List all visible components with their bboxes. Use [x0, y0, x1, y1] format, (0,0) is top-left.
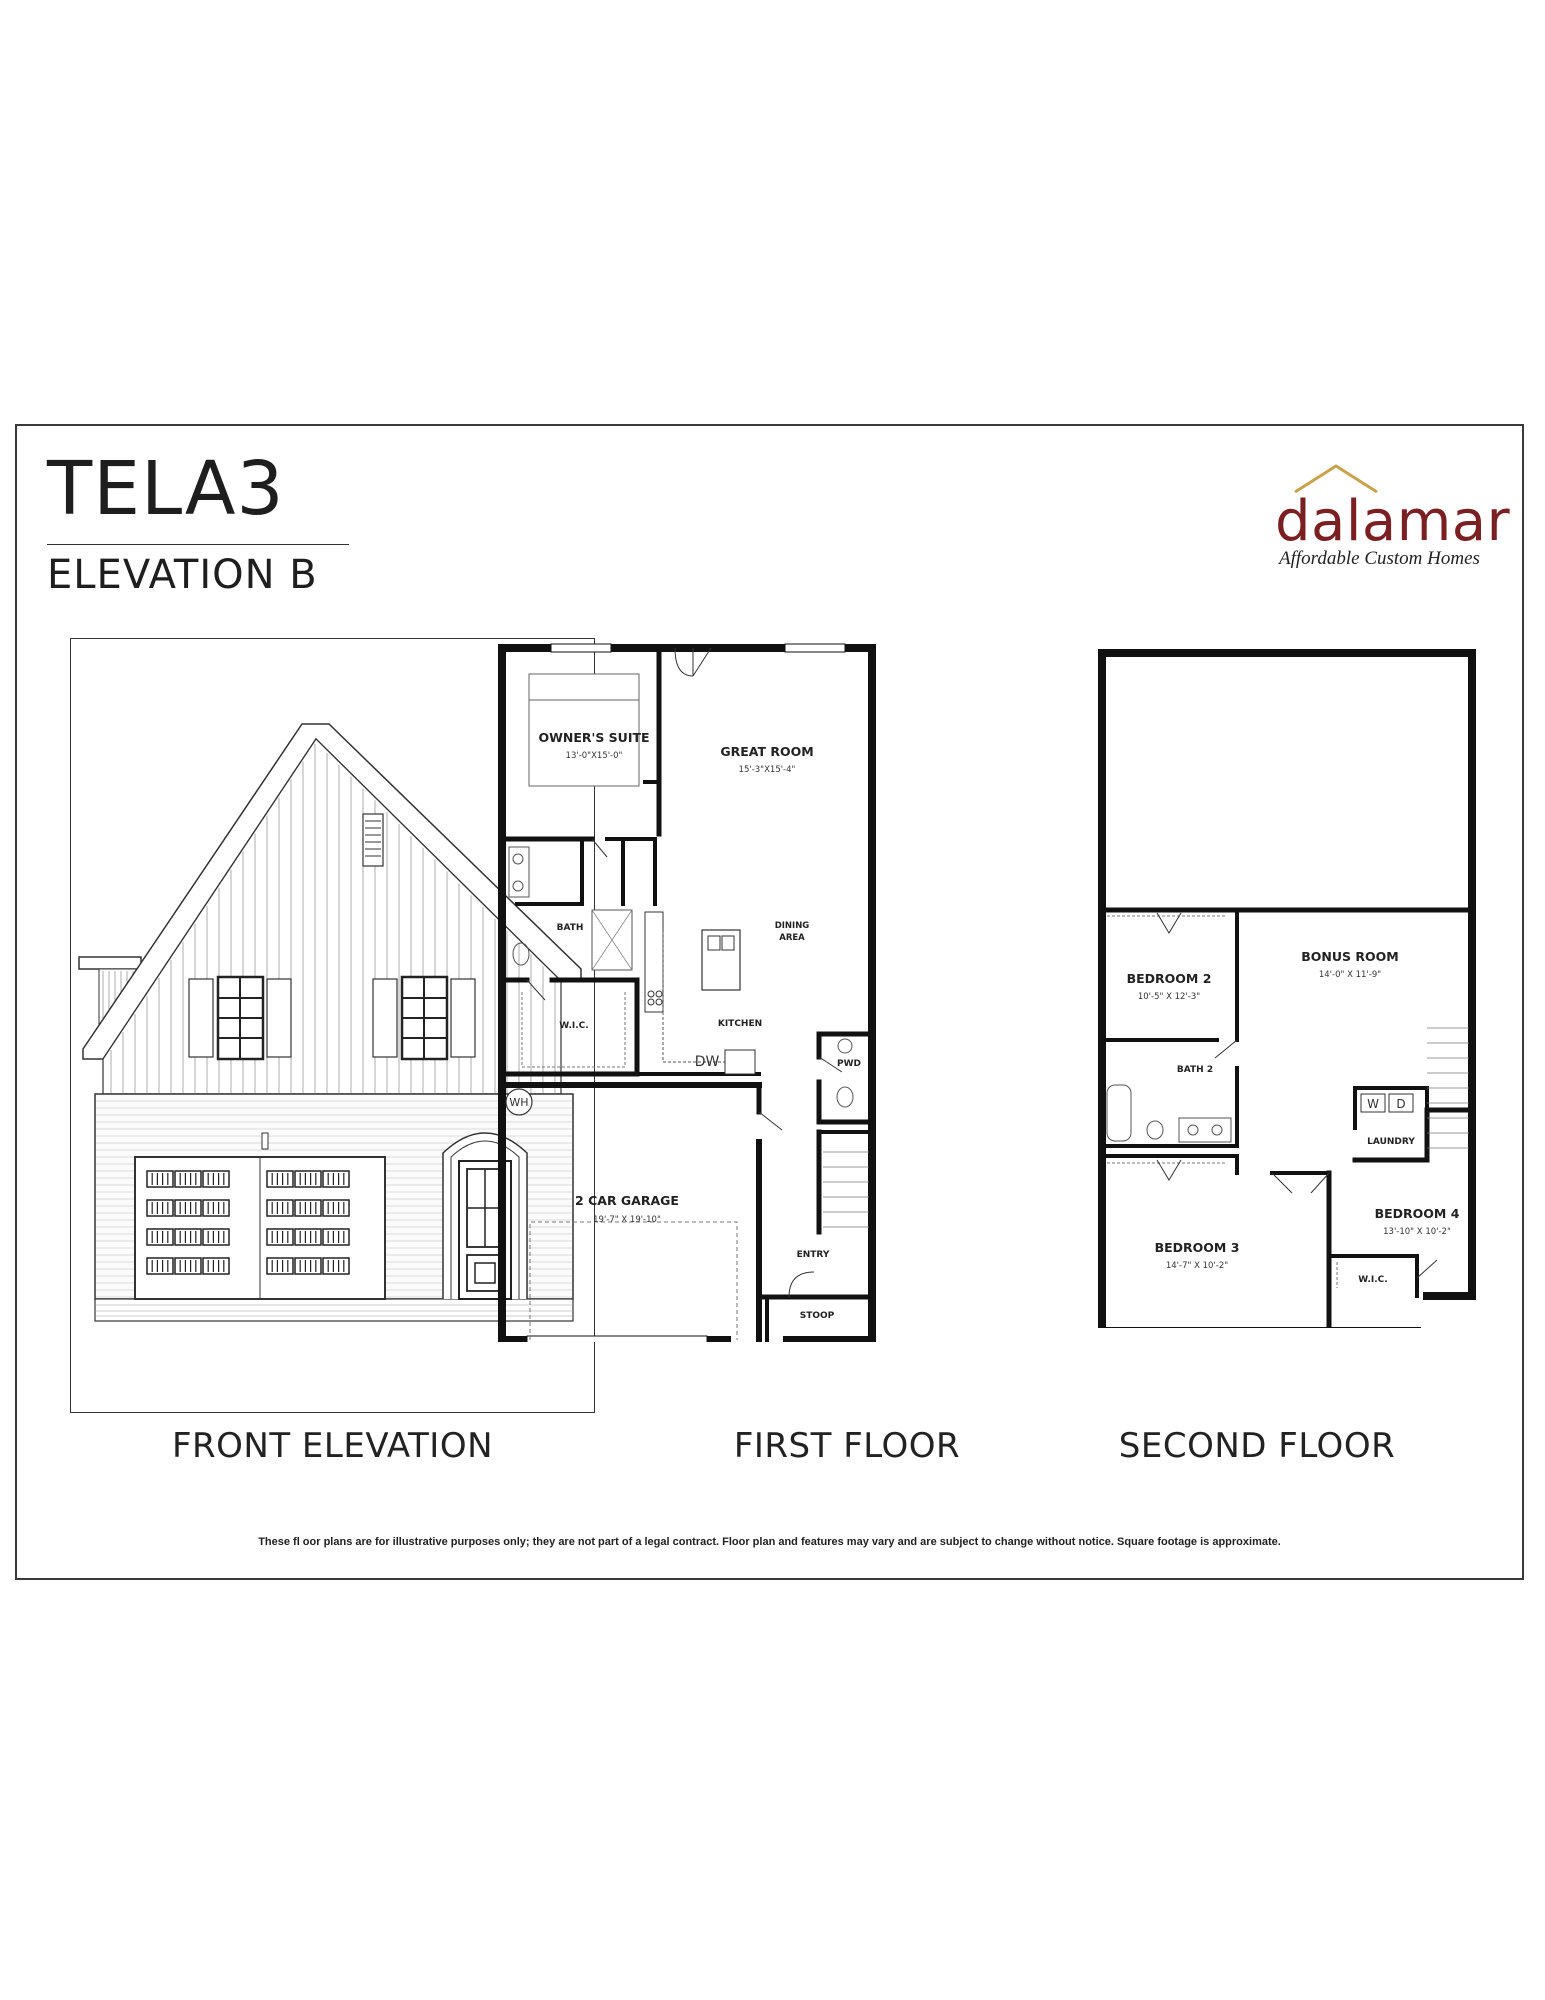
front-elevation-drawing: [78, 723, 582, 1322]
dishwasher-label: DW: [695, 1054, 720, 1070]
bedroom4-dim: 13'-10" X 10'-2": [1383, 1227, 1451, 1237]
stoop-label: STOOP: [800, 1311, 835, 1321]
bedroom3-dim: 14'-7" X 10'-2": [1166, 1261, 1228, 1271]
kitchen-label: KITCHEN: [718, 1019, 762, 1029]
bonus-room-dim: 14'-0" X 11'-9": [1319, 970, 1381, 980]
bonus-room-label: BONUS ROOM: [1301, 949, 1398, 964]
bedroom3-label: BEDROOM 3: [1155, 1240, 1240, 1255]
garage-dim: 19'-7" X 19'-10": [593, 1215, 661, 1225]
title-divider: [47, 544, 349, 545]
bedroom2-label: BEDROOM 2: [1127, 971, 1212, 986]
elevation-subtitle: ELEVATION B: [47, 552, 318, 598]
owners-suite-label: OWNER'S SUITE: [538, 730, 649, 745]
front-elevation-frame: [70, 638, 595, 1413]
owners-suite-dim: 13'-0"X15'-0": [566, 751, 623, 761]
floor-plan-sheet: TELA3 ELEVATION B dalamar Affordable Cus…: [15, 424, 1524, 1580]
first-floor-plan: OWNER'S SUITE 13'-0"X15'-0" GREAT ROOM 1…: [497, 642, 1037, 1345]
wic-label: W.I.C.: [559, 1021, 588, 1031]
washer-label: W: [1367, 1097, 1379, 1111]
bedroom4-label: BEDROOM 4: [1375, 1206, 1460, 1221]
upper-window-right: [372, 975, 476, 1061]
second-floor-drawing: BEDROOM 2 10'-5" X 12'-3" BONUS ROOM 14'…: [1098, 649, 1476, 1335]
logo-tagline: Affordable Custom Homes: [1279, 548, 1480, 569]
second-floor-caption: SECOND FLOOR: [1118, 1426, 1396, 1466]
front-elevation-caption: FRONT ELEVATION: [171, 1426, 494, 1466]
dining-label: DINING: [775, 921, 810, 931]
dining-label-2: AREA: [779, 933, 805, 943]
upper-window-left: [188, 975, 292, 1061]
dalamar-logo: dalamar Affordable Custom Homes: [1257, 462, 1511, 572]
bath2-label: BATH 2: [1177, 1065, 1213, 1075]
roof-icon: [1294, 464, 1378, 494]
second-floor-plan: BEDROOM 2 10'-5" X 12'-3" BONUS ROOM 14'…: [1097, 648, 1497, 1335]
great-room-dim: 15'-3"X15'-4": [739, 765, 796, 775]
wic-label-2: W.I.C.: [1358, 1275, 1387, 1285]
water-heater-label: WH: [509, 1096, 528, 1109]
laundry-label: LAUNDRY: [1367, 1137, 1415, 1147]
powder-room-label: PWD: [837, 1059, 861, 1069]
first-floor-caption: FIRST FLOOR: [733, 1426, 961, 1466]
bedroom2-dim: 10'-5" X 12'-3": [1138, 992, 1200, 1002]
plan-title: TELA3: [47, 446, 285, 532]
bath-label: BATH: [557, 923, 584, 933]
garage-label: 2 CAR GARAGE: [575, 1193, 679, 1208]
first-floor-drawing: OWNER'S SUITE 13'-0"X15'-0" GREAT ROOM 1…: [498, 643, 876, 1345]
logo-name: dalamar: [1275, 489, 1511, 554]
entry-label: ENTRY: [797, 1250, 830, 1260]
great-room-label: GREAT ROOM: [720, 744, 813, 759]
disclaimer: These fl oor plans are for illustrative …: [258, 1536, 1281, 1548]
dryer-label: D: [1396, 1097, 1405, 1111]
